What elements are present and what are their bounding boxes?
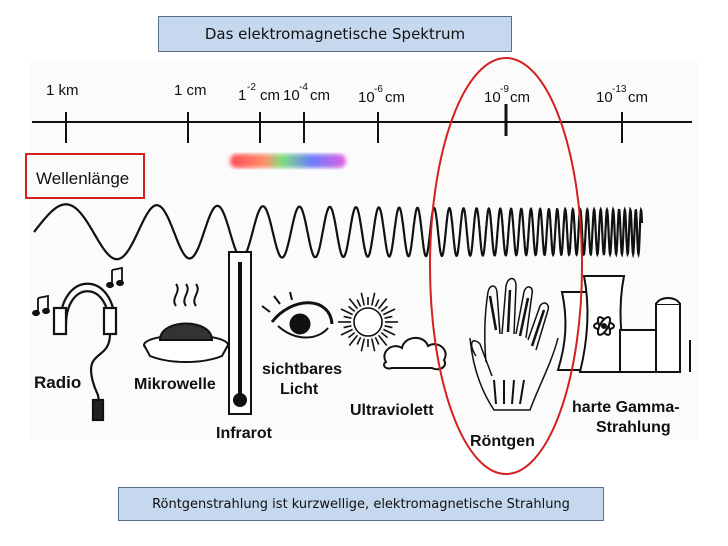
tick-label-1e-4: 10 -4 cm [283, 82, 330, 104]
scale-ticks [66, 104, 622, 143]
sun-ray [383, 309, 395, 315]
svg-text:cm: cm [310, 87, 330, 104]
label-xray: Röntgen [470, 433, 535, 450]
label-gamma-line2: Strahlung [596, 419, 671, 436]
sun-ray [348, 306, 354, 311]
svg-text:1: 1 [238, 87, 246, 104]
svg-text:10: 10 [358, 89, 375, 106]
food-plate-icon [144, 284, 228, 362]
svg-text:10: 10 [596, 89, 613, 106]
sun-ray [381, 333, 387, 338]
svg-text:cm: cm [510, 89, 530, 106]
power-plant-icon [558, 276, 690, 372]
label-gamma-line1: harte Gamma- [572, 399, 680, 416]
sun-ray [344, 326, 352, 328]
sun-ray [383, 329, 395, 335]
svg-text:10: 10 [283, 87, 300, 104]
label-ultraviolet: Ultraviolett [350, 402, 434, 419]
svg-text:cm: cm [260, 87, 280, 104]
visible-spectrum-strip [230, 154, 346, 168]
tick-label-1km: 1 km [46, 82, 79, 99]
label-infrared: Infrarot [216, 425, 273, 442]
sun-ray [385, 326, 393, 328]
sun-ray [357, 337, 360, 344]
wave-curve [34, 204, 642, 259]
tick-label-1e-9: 10 -9 cm [484, 84, 530, 106]
sun-ray [341, 329, 353, 335]
tick-label-1e-6: 10 -6 cm [358, 84, 405, 106]
sun-ray [341, 309, 353, 315]
sun-ray [361, 293, 364, 306]
svg-text:cm: cm [385, 89, 405, 106]
hand-skeleton-icon [470, 279, 558, 411]
sun-ray [381, 306, 387, 311]
sun-ray [357, 299, 360, 306]
label-microwave: Mikrowelle [134, 376, 216, 393]
sun-ray [375, 337, 378, 344]
sun-ray [385, 316, 393, 318]
svg-text:10: 10 [484, 89, 501, 106]
svg-text:-13: -13 [612, 84, 627, 95]
svg-text:-9: -9 [500, 84, 509, 95]
label-radio: Radio [34, 373, 81, 392]
svg-text:-6: -6 [374, 84, 383, 95]
label-visible-line1: sichtbares [262, 361, 342, 378]
headphones-icon [54, 284, 116, 420]
svg-text:-4: -4 [299, 82, 308, 93]
wavelength-label: Wellenlänge [36, 169, 129, 188]
svg-text:cm: cm [628, 89, 648, 106]
footer-caption: Röntgenstrahlung ist kurzwellige, elektr… [152, 497, 570, 512]
eye-icon [262, 292, 332, 338]
tick-label-1e-13: 10 -13 cm [596, 84, 648, 106]
sun-icon [338, 293, 398, 351]
sun-ray [375, 299, 378, 306]
label-visible-line2: Licht [280, 381, 319, 398]
footer-caption-box: Röntgenstrahlung ist kurzwellige, elektr… [118, 487, 604, 521]
sun-ray [372, 339, 375, 352]
thermometer-icon [229, 252, 251, 414]
sun-ray [372, 293, 375, 306]
tick-label-1cm: 1 cm [174, 82, 207, 99]
sun-ray [361, 339, 364, 352]
svg-text:-2: -2 [247, 82, 256, 93]
tick-label-1e-2: 1 -2 cm [238, 82, 280, 104]
sun-ray [348, 333, 354, 338]
sun-ray [344, 316, 352, 318]
